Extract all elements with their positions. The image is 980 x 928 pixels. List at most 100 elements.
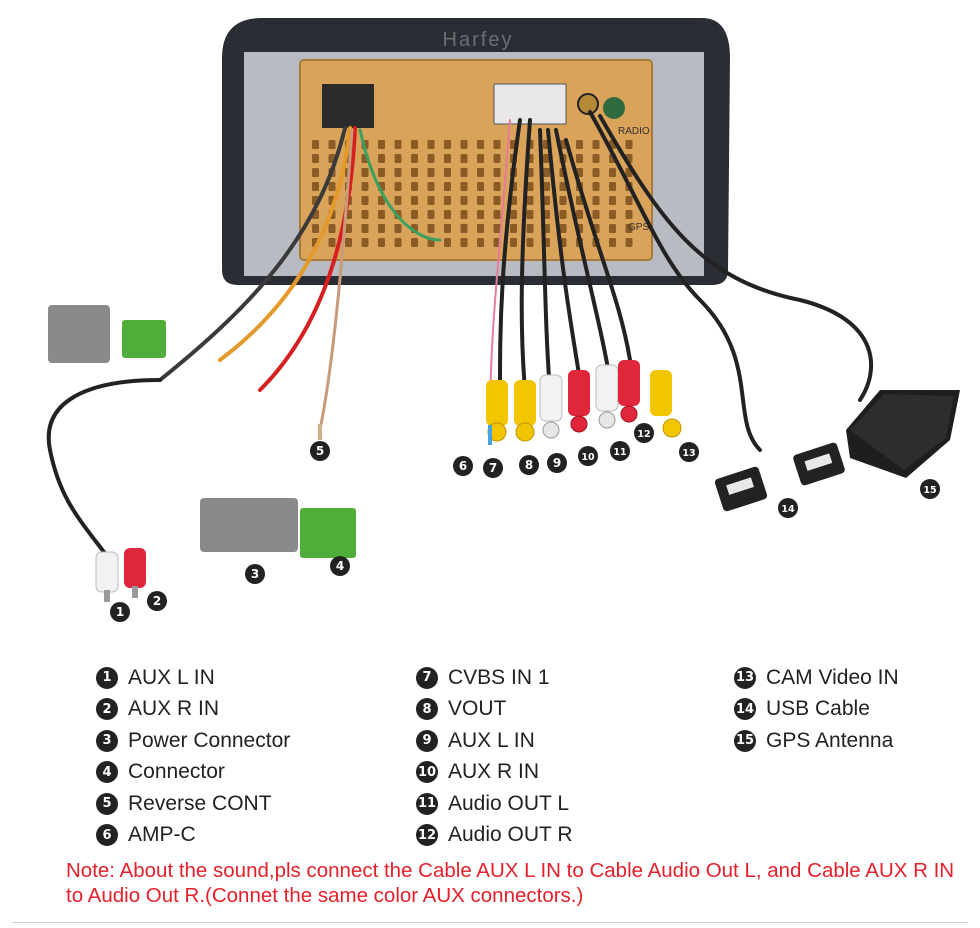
vent-slot — [592, 210, 600, 219]
vent-slot — [444, 168, 451, 177]
harness-plug-gray-top — [48, 305, 110, 363]
callout-number: 5 — [316, 444, 324, 458]
legend-item: 9 AUX L IN — [416, 725, 573, 757]
vent-slot — [328, 140, 336, 149]
legend-column-3: 13 CAM Video IN 14 USB Cable 15 GPS Ante… — [734, 662, 899, 757]
badge-icon: 6 — [96, 824, 118, 847]
vent-slot — [559, 210, 567, 219]
brand-logo: Harfey — [443, 29, 514, 51]
vent-slot — [592, 140, 600, 149]
vent-slot — [477, 154, 484, 163]
board-radio-jack — [577, 93, 599, 115]
gps-label: GPS — [628, 222, 649, 233]
callout-badge-3: 3 — [245, 564, 265, 584]
vent-slot — [625, 210, 633, 219]
legend-label: GPS Antenna — [766, 728, 894, 752]
badge-icon: 11 — [416, 792, 438, 815]
vent-slot — [526, 196, 534, 205]
vent-slot — [609, 182, 616, 191]
vent-slot — [493, 210, 501, 219]
vent-slot — [477, 196, 484, 205]
callout-number: 13 — [682, 448, 695, 459]
vent-slot — [477, 140, 484, 149]
vent-slot — [592, 154, 600, 163]
vent-slot — [576, 154, 583, 163]
vent-slot — [411, 140, 418, 149]
vent-slot — [411, 182, 418, 191]
badge-icon: 8 — [416, 698, 438, 721]
vent-slot — [460, 168, 468, 177]
callout-number: 2 — [153, 594, 161, 608]
vent-slot — [625, 224, 633, 233]
legend-label: Reverse CONT — [128, 791, 272, 815]
callout-badge-13: 13 — [679, 442, 699, 462]
badge-icon: 14 — [734, 698, 756, 721]
callout-number: 7 — [489, 461, 497, 475]
vent-slot — [312, 224, 319, 233]
vent-slot — [493, 224, 501, 233]
vent-slot — [394, 182, 402, 191]
vent-slot — [576, 210, 583, 219]
vent-slot — [361, 224, 369, 233]
callout-badge-14: 14 — [778, 498, 798, 518]
vent-slot — [444, 196, 451, 205]
vent-slot — [493, 196, 501, 205]
legend-item: 11 Audio OUT L — [416, 788, 573, 820]
legend-label: Audio OUT R — [448, 823, 573, 847]
callout-number: 4 — [336, 559, 344, 573]
vent-slot — [378, 210, 385, 219]
vent-slot — [526, 224, 534, 233]
legend-item: 3 Power Connector — [96, 725, 290, 757]
badge-icon: 5 — [96, 792, 118, 815]
sound-note: Note: About the sound,pls connect the Ca… — [66, 859, 955, 907]
vent-slot — [328, 238, 336, 247]
vent-slot — [411, 238, 418, 247]
vent-slot — [361, 238, 369, 247]
vent-slot — [394, 168, 402, 177]
legend-item: 7 CVBS IN 1 — [416, 662, 573, 694]
rca-aux-l-in-9 — [539, 374, 563, 439]
vent-slot — [444, 224, 451, 233]
callout-badge-9: 9 — [547, 453, 567, 473]
callout-number: 9 — [553, 456, 561, 470]
vent-slot — [559, 224, 567, 233]
legend-item: 5 Reverse CONT — [96, 788, 290, 820]
callout-number: 6 — [459, 459, 467, 473]
badge-icon: 3 — [96, 729, 118, 752]
vent-slot — [609, 238, 616, 247]
vent-slot — [361, 168, 369, 177]
badge-icon: 12 — [416, 824, 438, 847]
legend-item: 14 USB Cable — [734, 694, 899, 726]
legend-column-1: 1 AUX L IN 2 AUX R IN 3 Power Connector … — [96, 662, 290, 851]
harness — [48, 305, 356, 558]
vent-slot — [609, 196, 616, 205]
legend-label: AUX R IN — [448, 760, 540, 784]
vent-slot — [361, 196, 369, 205]
usb-cables — [714, 442, 845, 512]
vent-slot — [328, 224, 336, 233]
vent-slot — [460, 140, 468, 149]
vent-slot — [609, 210, 616, 219]
vent-slot — [477, 182, 484, 191]
legend-item: 10 AUX R IN — [416, 757, 573, 789]
vent-slot — [510, 210, 517, 219]
vent-slot — [477, 238, 484, 247]
rca-cvbs-in — [486, 380, 508, 442]
vent-slot — [460, 182, 468, 191]
vent-slot — [312, 140, 319, 149]
vent-slot — [411, 196, 418, 205]
legend-label: Connector — [128, 760, 225, 784]
callout-badge-6: 6 — [453, 456, 473, 476]
vent-slot — [526, 238, 534, 247]
callout-number: 12 — [637, 429, 650, 440]
callout-badge-11: 11 — [610, 441, 630, 461]
badge-icon: 13 — [734, 666, 756, 689]
rca-aux-r-in-2 — [124, 548, 146, 598]
wiring-diagram: Harfey RADIO GPS — [46, 18, 960, 622]
vent-slot — [592, 196, 600, 205]
vent-slot — [477, 168, 484, 177]
legend-item: 1 AUX L IN — [96, 662, 290, 694]
badge-icon: 2 — [96, 698, 118, 721]
legend-label: USB Cable — [766, 697, 870, 721]
